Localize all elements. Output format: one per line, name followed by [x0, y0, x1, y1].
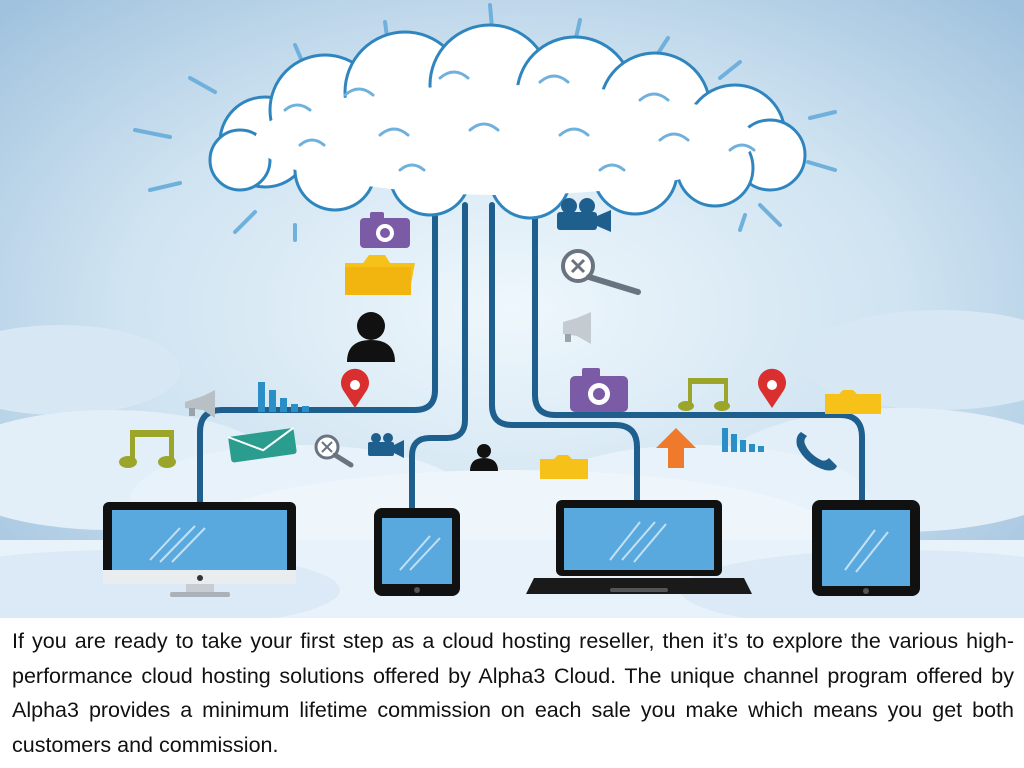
envelope-icon [227, 427, 297, 463]
magnifier-icon [314, 434, 354, 468]
music-note-icon [119, 430, 176, 468]
cloud-swirls [283, 70, 756, 172]
upload-arrow-icon [656, 428, 696, 468]
video-camera-icon [557, 198, 611, 232]
caption-text: If you are ready to take your first step… [12, 629, 1014, 757]
location-pin-icon [341, 368, 369, 408]
bar-chart-icon [722, 428, 764, 452]
cloud-devices-illustration [0, 0, 1024, 618]
bar-chart-icon [258, 382, 309, 412]
folder-icon [825, 390, 881, 414]
folder-icon [540, 455, 588, 479]
megaphone-icon [185, 390, 215, 418]
magnifier-icon [561, 249, 641, 295]
folder-icon [345, 255, 415, 295]
smartphone [374, 508, 460, 596]
location-pin-icon [758, 368, 786, 408]
phone-icon [796, 432, 837, 471]
camera-icon [360, 212, 410, 248]
megaphone-icon [563, 312, 591, 344]
video-camera-icon [368, 433, 404, 458]
user-icon [347, 312, 395, 362]
music-note-icon [678, 378, 730, 411]
laptop [526, 500, 752, 594]
user-icon [470, 444, 498, 471]
desktop-monitor [103, 502, 296, 597]
camera-icon [570, 368, 628, 412]
network-cables [197, 197, 865, 513]
tablet [812, 500, 920, 596]
